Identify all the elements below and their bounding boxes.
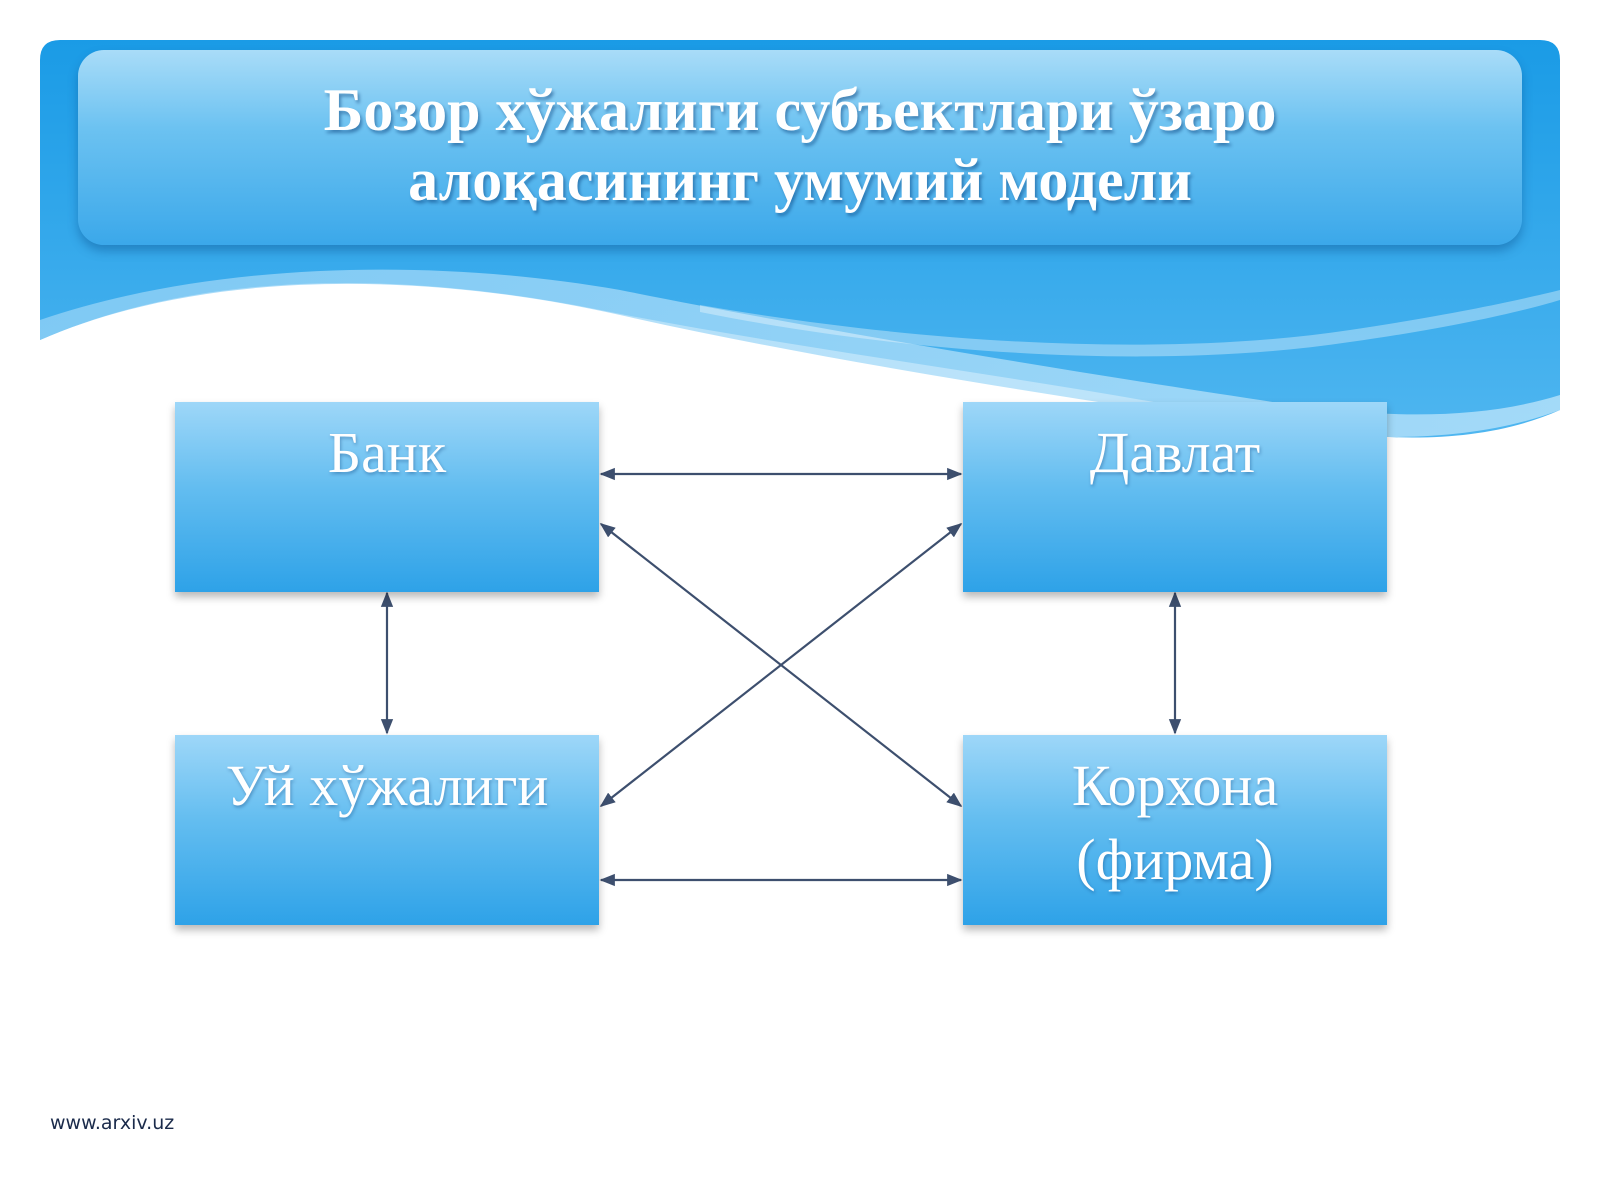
node-bank-label: Банк — [327, 420, 447, 485]
node-firm: Корхона (фирма) — [963, 735, 1387, 925]
node-household-label: Уй хўжалиги — [225, 753, 549, 818]
node-state: Давлат — [963, 402, 1387, 592]
slide-title: Бозор хўжалиги субъектлари ўзаро алоқаси… — [324, 75, 1277, 215]
node-household: Уй хўжалиги — [175, 735, 599, 925]
node-state-label: Давлат — [1089, 420, 1261, 485]
title-banner: Бозор хўжалиги субъектлари ўзаро алоқаси… — [78, 50, 1522, 245]
footer-url: www.arxiv.uz — [50, 1112, 175, 1134]
title-line-1: Бозор хўжалиги субъектлари ўзаро — [323, 76, 1277, 143]
node-bank: Банк — [175, 402, 599, 592]
node-firm-label-line-2: (фирма) — [1076, 827, 1274, 892]
title-line-2: алоқасининг умумий модели — [408, 146, 1192, 213]
node-firm-label-line-1: Корхона — [1071, 753, 1279, 818]
